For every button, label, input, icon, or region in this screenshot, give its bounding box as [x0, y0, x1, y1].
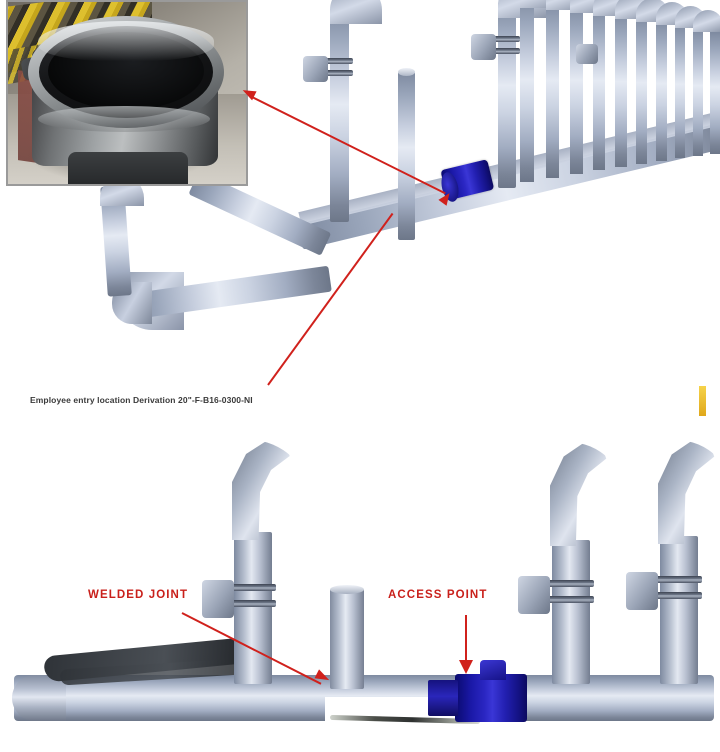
bottom-elevation-view: WELDED JOINT ACCESS POINT [0, 432, 720, 752]
riser-bank-pipe [675, 24, 685, 158]
riser-bank-pipe [570, 4, 583, 174]
riser-bank-pipe [656, 20, 667, 161]
riser-front-2-top [398, 68, 415, 76]
riser-bank-pipe [546, 0, 559, 178]
riser-bank-pipe [710, 32, 720, 154]
riser-front-1 [330, 8, 349, 222]
riser-front-2 [398, 72, 415, 240]
clamp-lug-top [303, 56, 328, 82]
riser-bottom-1-bend [232, 440, 290, 540]
highlight-spool-bottom-flange [428, 680, 458, 716]
riser-bank-pipe [636, 16, 647, 164]
highlight-spool-bottom [455, 674, 527, 722]
clamp-band-mid-1 [494, 36, 520, 42]
clamp-band-b1b [230, 600, 276, 607]
header-end-cap [12, 675, 66, 721]
riser-bottom-1 [234, 532, 272, 684]
clamp-band-b2a [548, 580, 594, 587]
riser-front-1-bend [330, 0, 382, 24]
clamp-band-b3a [656, 576, 702, 583]
clamp-band-top-2 [326, 70, 353, 76]
riser-bottom-3-bend [658, 440, 715, 544]
yellow-edge-mark [699, 386, 706, 416]
riser-bank-pipe [693, 28, 703, 156]
clamp-lug-b3 [626, 572, 658, 610]
welded-joint-label: WELDED JOINT [88, 589, 189, 601]
riser-bank-bend [520, 0, 560, 8]
cut-pipe-rim-highlight [38, 21, 214, 61]
clamp-lug-mid [471, 34, 496, 60]
riser-bottom-2 [552, 540, 590, 684]
clamp-band-b1a [230, 584, 276, 591]
clamp-lug-b2 [518, 576, 550, 614]
cut-pipe-underside [68, 152, 188, 184]
entry-location-caption: Employee entry location Derivation 20"-F… [30, 395, 253, 405]
riser-bottom-open-top [330, 585, 364, 594]
access-point-label: ACCESS POINT [388, 589, 488, 601]
highlight-spool-bottom-saddle [480, 660, 506, 680]
photo-inset [6, 0, 248, 186]
clamp-band-top-1 [326, 58, 353, 64]
riser-bottom-2-bend [550, 442, 607, 546]
riser-bank-pipe [615, 12, 627, 167]
riser-bottom-open [330, 589, 364, 689]
riser-mid-1 [498, 2, 516, 188]
riser-bottom-3 [660, 536, 698, 684]
top-isometric-view: Employee entry location Derivation 20"-F… [6, 0, 720, 416]
clamp-lug-b1 [202, 580, 234, 618]
access-point-arrowhead [459, 660, 473, 674]
access-point-leader-line [465, 615, 467, 663]
riser-bank-bend [546, 0, 584, 10]
riser-bank-pipe [593, 8, 605, 170]
riser-bank-pipe [520, 0, 534, 182]
clamp-band-b2b [548, 596, 594, 603]
clamp-band-b3b [656, 592, 702, 599]
clamp-band-mid-2 [494, 48, 520, 54]
cut-pipe-weld-seam [38, 106, 210, 132]
stub-nozzle-top [576, 44, 598, 64]
riser-bank-bend [693, 10, 720, 32]
riser-bank [516, 0, 720, 200]
